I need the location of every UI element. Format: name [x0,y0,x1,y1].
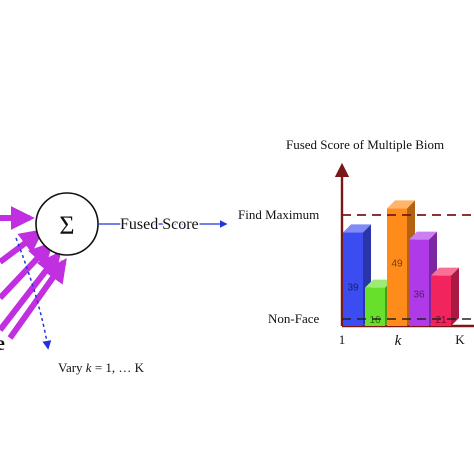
bar-4-value-label: 36 [413,290,425,301]
sigma-symbol: Σ [59,211,74,240]
bar-2-front [365,287,385,326]
bar-4-front [409,239,429,326]
x-tick-end: K [455,332,465,347]
bar-1-top [343,224,371,233]
input-arrows [0,206,67,340]
input-arrow-2 [0,229,44,265]
bar-5-side [451,267,459,326]
bar-1-front [343,232,363,326]
bar-2-value-label: 16 [369,315,381,326]
find-maximum-label: Find Maximum [238,207,319,222]
bar-3-front [387,208,407,326]
cut-off-text: e [0,333,5,355]
vary-k-label: Vary k = 1, … K [58,360,145,375]
chart-title: Fused Score of Multiple Biom [286,137,444,152]
non-face-label: Non-Face [268,311,319,326]
bar-5-front [431,275,451,326]
bar-5-top [431,267,459,276]
x-tick-start: 1 [339,332,346,347]
bar-2-top [365,279,393,288]
bar-4-top [409,231,437,240]
bar-1-value-label: 39 [347,282,359,293]
input-arrow-5 [7,258,67,340]
bar-5: 21 [431,267,459,326]
x-tick-mid: k [395,333,402,349]
bar-3-top [387,200,415,209]
bar-series: 39 16 49 36 21 [343,200,459,326]
fused-score-label: Fused Score [120,216,199,233]
bar-3-value-label: 49 [391,258,403,269]
bar-5-value-label: 21 [435,315,447,326]
vary-k-curve [15,237,52,350]
